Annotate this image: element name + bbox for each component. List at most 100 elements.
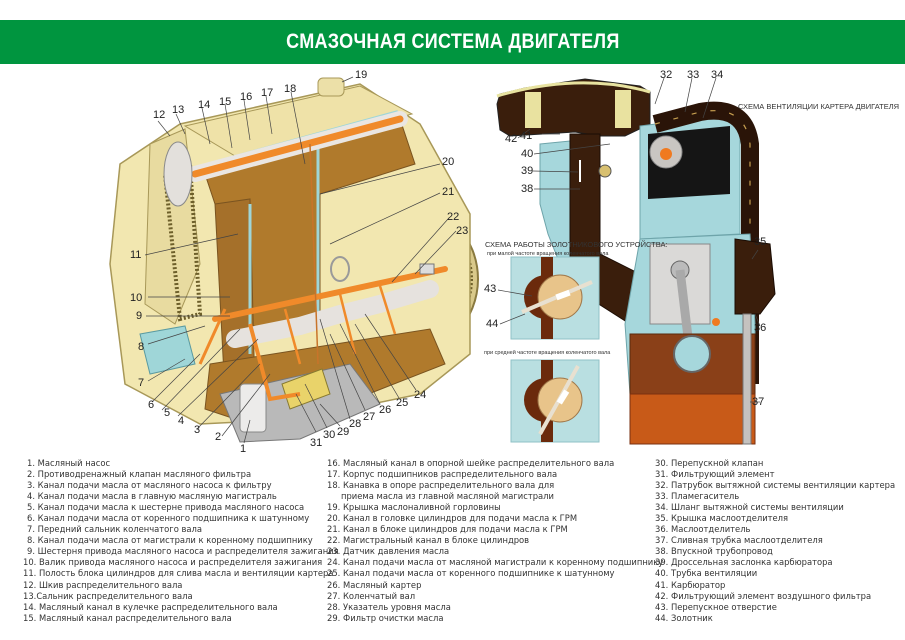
ventilation-leader-lines	[517, 77, 761, 403]
callout-3: 3	[194, 424, 201, 436]
callout-40: 40	[521, 148, 534, 160]
legend-item: 40. Трубка вентиляции	[655, 568, 758, 579]
oil-separator	[734, 238, 776, 315]
callout-9: 9	[136, 310, 143, 322]
legend-item: 39. Дроссельная заслонка карбюратора	[655, 557, 833, 568]
legend-item: 4. Канал подачи масла в главную масляную…	[27, 491, 277, 502]
callout-31: 31	[310, 437, 323, 449]
legend-item: 23. Датчик давления масла	[327, 546, 450, 557]
legend-item: 15. Масляный канал распределительного ва…	[23, 612, 232, 623]
callout-10: 10	[130, 292, 143, 304]
spool-low-caption: при малой частоте вращения коленчатого в…	[487, 251, 609, 257]
legend-column-3: 30. Перепускной клапан 31. Фильтрующий э…	[655, 458, 895, 624]
engine-leader-lines	[144, 76, 457, 444]
legend-item: 36. Маслоотделитель	[655, 524, 751, 535]
legend-item: 1. Масляный насос	[27, 458, 111, 468]
callout-4: 4	[178, 415, 185, 427]
legend-item: 31. Фильтрующий элемент	[655, 469, 775, 480]
legend-item: 11. Полость блока цилиндров для слива ма…	[23, 568, 334, 579]
spool-caption: СХЕМА РАБОТЫ ЗОЛОТНИКОВОГО УСТРОЙСТВА:	[485, 240, 668, 249]
legend-item: 2. Противодренажный клапан масляного фил…	[27, 469, 252, 480]
callout-36: 36	[754, 322, 767, 334]
ventilation-hose	[652, 101, 759, 384]
callout-7: 7	[138, 377, 145, 389]
oil-pump	[239, 383, 267, 433]
callout-26: 26	[379, 404, 392, 416]
callout-8: 8	[138, 341, 145, 353]
callout-29: 29	[337, 426, 350, 438]
callout-37: 37	[752, 396, 765, 408]
callout-25: 25	[396, 397, 409, 409]
legend-item: 7. Передний сальник коленчатого вала	[27, 524, 203, 535]
legend-item: 5. Канал подачи масла к шестерне привода…	[27, 502, 305, 513]
engine-block-illustration	[109, 77, 479, 443]
oil-filter	[281, 368, 331, 410]
callout-32: 32	[660, 69, 673, 81]
legend-item: 3. Канал подачи масла от масляного насос…	[27, 480, 272, 491]
main-oil-gallery	[212, 266, 448, 322]
legend-item: 35. Крышка маслоотделителя	[655, 513, 789, 524]
callout-12: 12	[153, 109, 166, 121]
callout-39: 39	[521, 165, 534, 177]
legend-item: 28. Указатель уровня масла	[327, 601, 451, 612]
callout-23: 23	[456, 225, 469, 237]
legend-item: 9. Шестерня привода масляного насоса и р…	[27, 546, 339, 557]
callout-28: 28	[349, 418, 362, 430]
callout-41: 41	[520, 130, 533, 142]
spool-mid-caption: при средней частоте вращения коленчатого…	[484, 350, 611, 356]
spool-diagram-mid	[510, 359, 600, 443]
legend-item: 8. Канал подачи масла от магистрали к ко…	[27, 535, 313, 546]
title-banner: СМАЗОЧНАЯ СИСТЕМА ДВИГАТЕЛЯ	[0, 20, 905, 64]
callout-14: 14	[198, 99, 211, 111]
legend-item: 24. Канал подачи масла от масляной магис…	[327, 557, 664, 568]
diagram-area: 1 2 3 4 5 6 7 8 9 10 11 12 13 14 15 16 1…	[0, 64, 905, 456]
callout-44: 44	[486, 318, 499, 330]
callout-42: 42	[505, 133, 518, 145]
legend-item: 19. Крышка маслоналивной горловины	[327, 502, 501, 513]
callout-21: 21	[442, 186, 455, 198]
legend-item: 16. Масляный канал в опорной шейке распр…	[327, 458, 615, 468]
air-filter-element	[525, 92, 541, 128]
diagram-illustration	[109, 76, 776, 445]
callout-1: 1	[240, 443, 247, 455]
legend-item: 13.Сальник распределительного вала	[23, 590, 193, 601]
legend-item: 30. Перепускной клапан	[655, 458, 764, 468]
legend-item: 41. Карбюратор	[655, 579, 726, 590]
legend-item: 38. Впускной трубопровод	[655, 546, 773, 557]
camshaft	[191, 115, 404, 178]
spool-diagram-low	[510, 256, 600, 340]
callout-38: 38	[521, 183, 534, 195]
legend-item: 18. Канавка в опоре распределительного в…	[327, 480, 555, 491]
callout-27: 27	[363, 411, 376, 423]
legend-item: 37. Сливная трубка маслоотделителя	[655, 535, 823, 546]
callout-11: 11	[130, 249, 142, 261]
legend-column-1: 1. Масляный насос 2. Противодренажный кл…	[23, 458, 339, 624]
callout-20: 20	[442, 156, 455, 168]
legend-item: 21. Канал в блоке цилиндров для подачи м…	[327, 524, 568, 535]
callout-33: 33	[687, 69, 700, 81]
callout-19: 19	[355, 69, 368, 81]
legend-item: 17. Корпус подшипников распределительног…	[327, 469, 558, 480]
callout-2: 2	[215, 431, 222, 443]
legend-item-continuation: приема масла из главной масляной магистр…	[341, 491, 554, 502]
callout-34: 34	[711, 69, 724, 81]
legend-item: 42. Фильтрующий элемент воздушного фильт…	[655, 590, 872, 601]
callout-13: 13	[172, 104, 185, 116]
legend-item: 34. Шланг вытяжной системы вентиляции	[655, 502, 844, 513]
oil-sump	[629, 393, 756, 445]
legend-item: 26. Масляный картер	[327, 579, 422, 590]
legend-item: 44. Золотник	[655, 612, 713, 623]
callout-15: 15	[219, 96, 232, 108]
callout-22: 22	[447, 211, 460, 223]
page-title: СМАЗОЧНАЯ СИСТЕМА ДВИГАТЕЛЯ	[285, 30, 620, 53]
legend-item: 14. Масляный канал в кулечке распределит…	[23, 601, 278, 612]
legend-item: 43. Перепускное отверстие	[655, 601, 777, 612]
ventilation-caption: СХЕМА ВЕНТИЛЯЦИИ КАРТЕРА ДВИГАТЕЛЯ	[738, 102, 900, 111]
callout-16: 16	[240, 91, 253, 103]
legend-item: 20. Канал в головке цилиндров для подачи…	[327, 513, 578, 524]
callout-6: 6	[148, 399, 155, 411]
legend-item: 33. Пламегаситель	[655, 491, 740, 502]
callout-30: 30	[323, 429, 336, 441]
callout-24: 24	[414, 389, 427, 401]
callout-18: 18	[284, 83, 297, 95]
